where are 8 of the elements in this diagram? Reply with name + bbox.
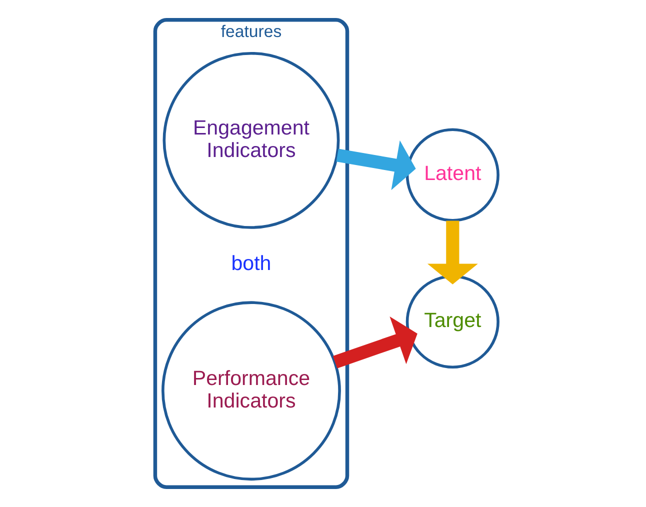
node-circle: Engagement Indicators bbox=[162, 52, 340, 229]
arrow bbox=[332, 316, 418, 368]
arrow bbox=[427, 220, 478, 284]
label: both bbox=[231, 252, 272, 275]
node-circle: Target bbox=[406, 274, 500, 369]
arrow bbox=[336, 140, 416, 190]
node-circle: Performance Indicators bbox=[162, 301, 341, 481]
node-circle: Latent bbox=[406, 128, 500, 222]
